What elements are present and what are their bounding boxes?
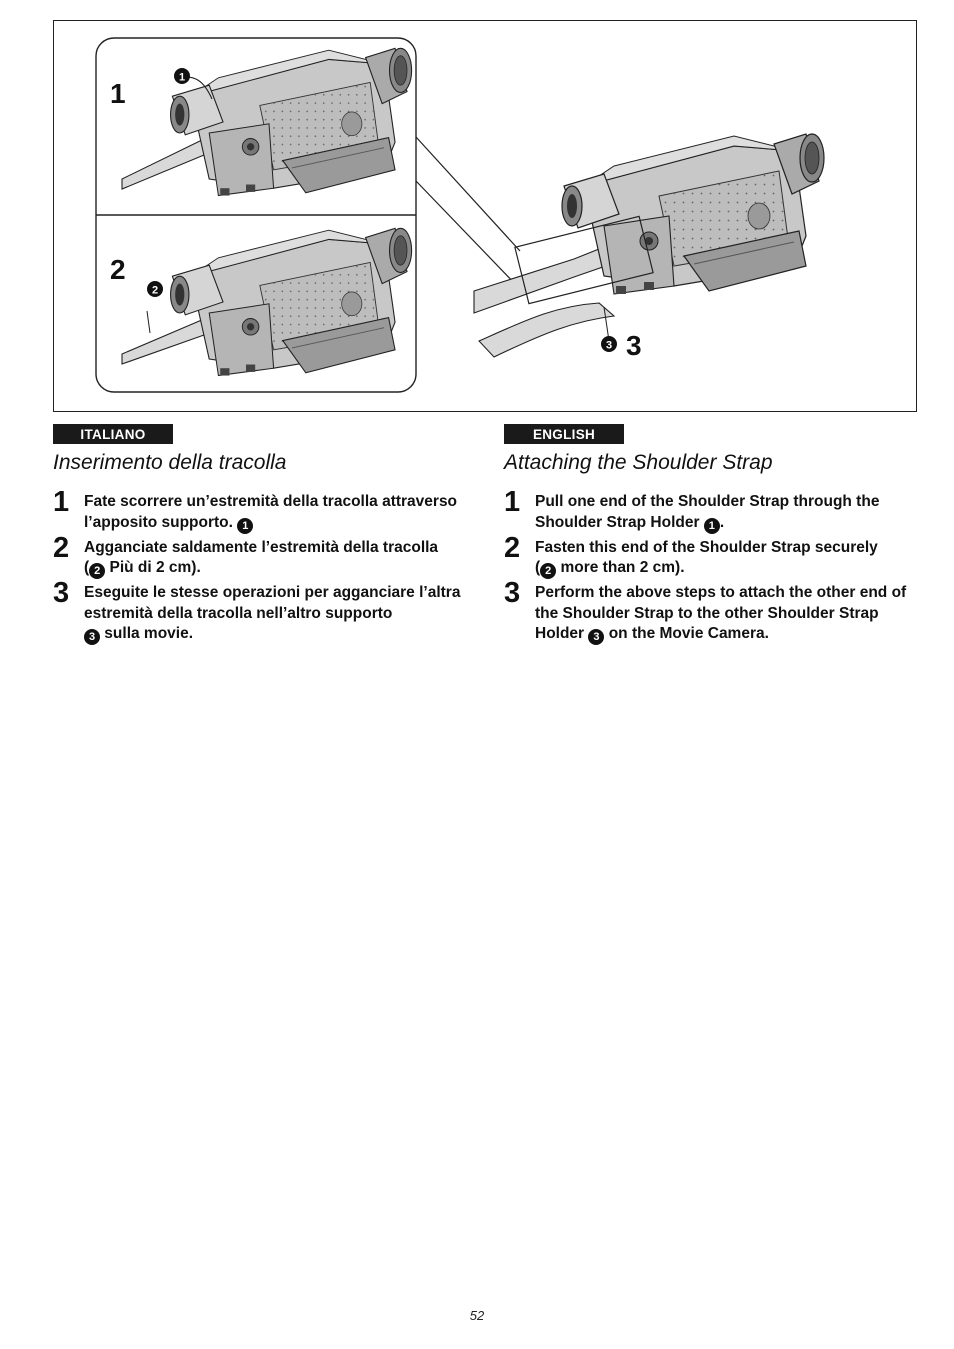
steps-list-italiano: 1 Fate scorrere un’estremità della traco…	[53, 487, 483, 645]
step-text: on the Movie Camera.	[604, 625, 769, 642]
callout-3: 3	[606, 340, 612, 352]
camcorder-illustration: 1 1 2 2 3 3	[95, 37, 825, 393]
step-number: 3	[53, 577, 70, 609]
leader-line-3	[603, 306, 610, 342]
ref-marker-2: 2	[540, 563, 557, 579]
camcorder-panel-2	[170, 227, 413, 377]
panel-2-label: 2	[110, 254, 126, 285]
step-number: 1	[504, 486, 521, 518]
steps-list-english: 1 Pull one end of the Shoulder Strap thr…	[504, 487, 918, 645]
step-text: Pull one end of the Shoulder Strap throu…	[535, 493, 880, 531]
ref-marker-3: 3	[84, 629, 100, 645]
language-tag-italiano: ITALIANO	[53, 424, 173, 444]
step-number: 2	[53, 531, 70, 564]
callout-circle-1	[174, 68, 190, 84]
zoom-line-top	[415, 136, 521, 252]
zoom-box	[514, 215, 654, 305]
strap-lower	[478, 302, 616, 358]
step-2-english: 2 Fasten this end of the Shoulder Strap …	[504, 533, 918, 579]
callout-1: 1	[179, 72, 185, 84]
step-number: 1	[53, 486, 70, 518]
step-text: Agganciate saldamente l’estremità della …	[84, 538, 439, 556]
ref-marker-2: 2	[89, 563, 106, 579]
panel-1-label: 1	[110, 78, 126, 109]
section-heading-english: Attaching the Shoulder Strap	[504, 451, 773, 474]
ref-marker-1: 1	[703, 517, 720, 534]
step-text: sulla movie.	[100, 625, 194, 642]
page-number: 52	[469, 1308, 485, 1323]
step-text: more than 2 cm).	[556, 559, 685, 576]
camcorder-large	[561, 133, 825, 295]
section-heading-italiano: Inserimento della tracolla	[53, 451, 287, 474]
strap-large	[473, 242, 621, 314]
step-3-italiano: 3 Eseguite le stesse operazioni per agga…	[53, 578, 483, 645]
language-tag-english: ENGLISH	[504, 424, 624, 444]
step-number: 2	[504, 531, 521, 564]
step-text: (	[535, 559, 541, 576]
measure-line	[146, 310, 151, 334]
step-3-english: 3 Perform the above steps to attach the …	[504, 578, 918, 645]
step-1-italiano: 1 Fate scorrere un’estremità della traco…	[53, 487, 483, 534]
step-text: (	[84, 559, 90, 576]
callout-circle-3	[601, 336, 617, 352]
step-text: Fasten this end of the Shoulder Strap se…	[535, 538, 878, 556]
step-text: Eseguite le stesse operazioni per agganc…	[84, 584, 461, 622]
step-text: .	[719, 513, 725, 531]
panel-3-label: 3	[626, 330, 642, 361]
zoom-line-bottom	[415, 180, 521, 290]
illustration-frame: 1 1 2 2 3 3	[53, 20, 917, 412]
step-text: Più di 2 cm).	[105, 559, 201, 576]
step-1-english: 1 Pull one end of the Shoulder Strap thr…	[504, 487, 918, 534]
step-2-italiano: 2 Agganciate saldamente l’estremità dell…	[53, 533, 483, 579]
ref-marker-3: 3	[588, 629, 605, 645]
callout-circle-2	[147, 281, 163, 297]
step-text: Fate scorrere un’estremità della tracoll…	[84, 493, 458, 531]
ref-marker-1: 1	[237, 517, 254, 534]
step-text: Perform the above steps to attach the ot…	[535, 584, 907, 642]
camcorder-panel-1	[170, 47, 413, 197]
callout-2: 2	[152, 285, 158, 297]
step-number: 3	[504, 577, 521, 609]
